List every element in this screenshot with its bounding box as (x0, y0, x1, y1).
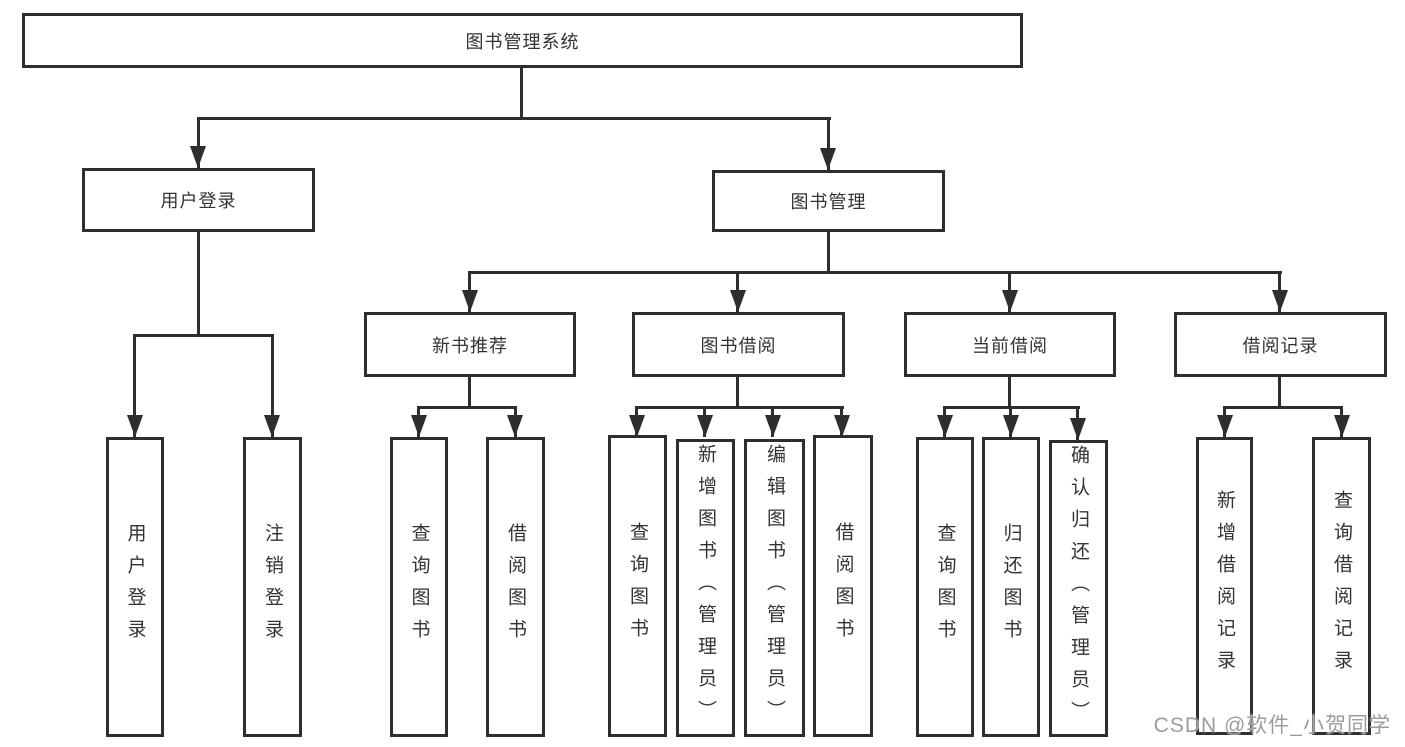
node-label: 归还图书 (1000, 523, 1022, 651)
leaf-add-books-admin: 新增图书（管理员） (676, 439, 735, 737)
arrow-shaft (271, 334, 274, 437)
arrow-down-icon (1003, 415, 1019, 437)
node-label: 确认归还（管理员） (1068, 444, 1089, 733)
node-new-book-recommendation: 新书推荐 (364, 312, 576, 377)
connector-group-horizontal (417, 406, 517, 409)
arrow-down-icon (462, 290, 478, 312)
connector-group-stem (1278, 377, 1281, 409)
leaf-query-books-recommend: 查询图书 (390, 437, 448, 737)
node-book-borrowing: 图书借阅 (632, 312, 845, 377)
node-label: 查询图书 (408, 523, 430, 651)
arrow-down-icon (937, 415, 953, 437)
arrow-down-icon (629, 415, 645, 437)
node-label: 查询借阅记录 (1331, 490, 1352, 682)
arrow-down-icon (765, 415, 781, 437)
arrow-down-icon (264, 415, 280, 437)
node-label: 用户登录 (124, 523, 146, 651)
connector-group-horizontal (635, 406, 844, 409)
connector-level3-horizontal (468, 271, 1282, 274)
node-label: 新增借阅记录 (1214, 490, 1235, 682)
arrow-shaft (827, 117, 830, 170)
arrow-down-icon (1070, 418, 1086, 440)
connector-root-stem (520, 68, 523, 120)
node-label: 图书管理系统 (465, 31, 580, 52)
arrow-down-icon (1217, 415, 1233, 437)
arrow-down-icon (127, 415, 143, 437)
connector-mgmt-stem (827, 232, 830, 274)
leaf-query-books-current: 查询图书 (916, 437, 974, 737)
arrow-down-icon (411, 415, 427, 437)
leaf-add-borrow-record: 新增借阅记录 (1196, 437, 1253, 735)
node-current-borrowing: 当前借阅 (904, 312, 1116, 377)
node-label: 图书管理 (790, 192, 867, 212)
node-user-login: 用户登录 (82, 168, 315, 232)
arrow-down-icon (1272, 290, 1288, 312)
connector-group-horizontal (1223, 406, 1343, 409)
leaf-user-login: 用户登录 (106, 437, 164, 737)
connector-group-stem (736, 377, 739, 409)
arrow-down-icon (1334, 415, 1350, 437)
csdn-watermark: CSDN @软件_小贺同学 (1153, 714, 1391, 737)
connector-login-horizontal (133, 334, 274, 337)
node-library-management-system: 图书管理系统 (22, 13, 1023, 68)
arrow-down-icon (820, 148, 836, 170)
leaf-logout: 注销登录 (243, 437, 302, 737)
connector-level2-horizontal (197, 117, 831, 120)
leaf-confirm-return-admin: 确认归还（管理员） (1049, 440, 1108, 737)
node-label: 借阅图书 (505, 523, 526, 651)
node-label: 借阅图书 (832, 522, 854, 650)
arrow-shaft (197, 117, 200, 168)
connector-group-stem (1008, 377, 1011, 409)
node-label: 查询图书 (934, 523, 956, 651)
leaf-borrow-books: 借阅图书 (813, 435, 873, 737)
leaf-query-books-borrowing: 查询图书 (608, 435, 667, 737)
node-label: 借阅记录 (1242, 335, 1319, 356)
leaf-borrow-books-recommend: 借阅图书 (486, 437, 545, 737)
node-label: 用户登录 (160, 191, 237, 211)
node-label: 查询图书 (627, 522, 648, 650)
node-label: 编辑图书（管理员） (764, 444, 785, 732)
arrow-down-icon (190, 146, 206, 168)
leaf-return-books: 归还图书 (982, 437, 1040, 737)
node-label: 当前借阅 (972, 335, 1048, 356)
connector-group-stem (468, 377, 471, 409)
leaf-query-borrow-record: 查询借阅记录 (1312, 437, 1371, 735)
node-label: 新增图书（管理员） (695, 444, 716, 732)
connector-login-stem (197, 232, 200, 337)
node-book-management: 图书管理 (712, 170, 945, 232)
leaf-edit-books-admin: 编辑图书（管理员） (744, 439, 805, 737)
arrow-down-icon (1002, 290, 1018, 312)
arrow-shaft (133, 334, 136, 437)
node-label: 图书借阅 (700, 335, 777, 356)
arrow-down-icon (730, 290, 746, 312)
arrow-down-icon (834, 415, 850, 437)
node-label: 新书推荐 (432, 335, 508, 356)
node-label: 注销登录 (262, 523, 283, 651)
arrow-down-icon (697, 415, 713, 437)
arrow-down-icon (507, 415, 523, 437)
node-borrowing-records: 借阅记录 (1174, 312, 1387, 377)
